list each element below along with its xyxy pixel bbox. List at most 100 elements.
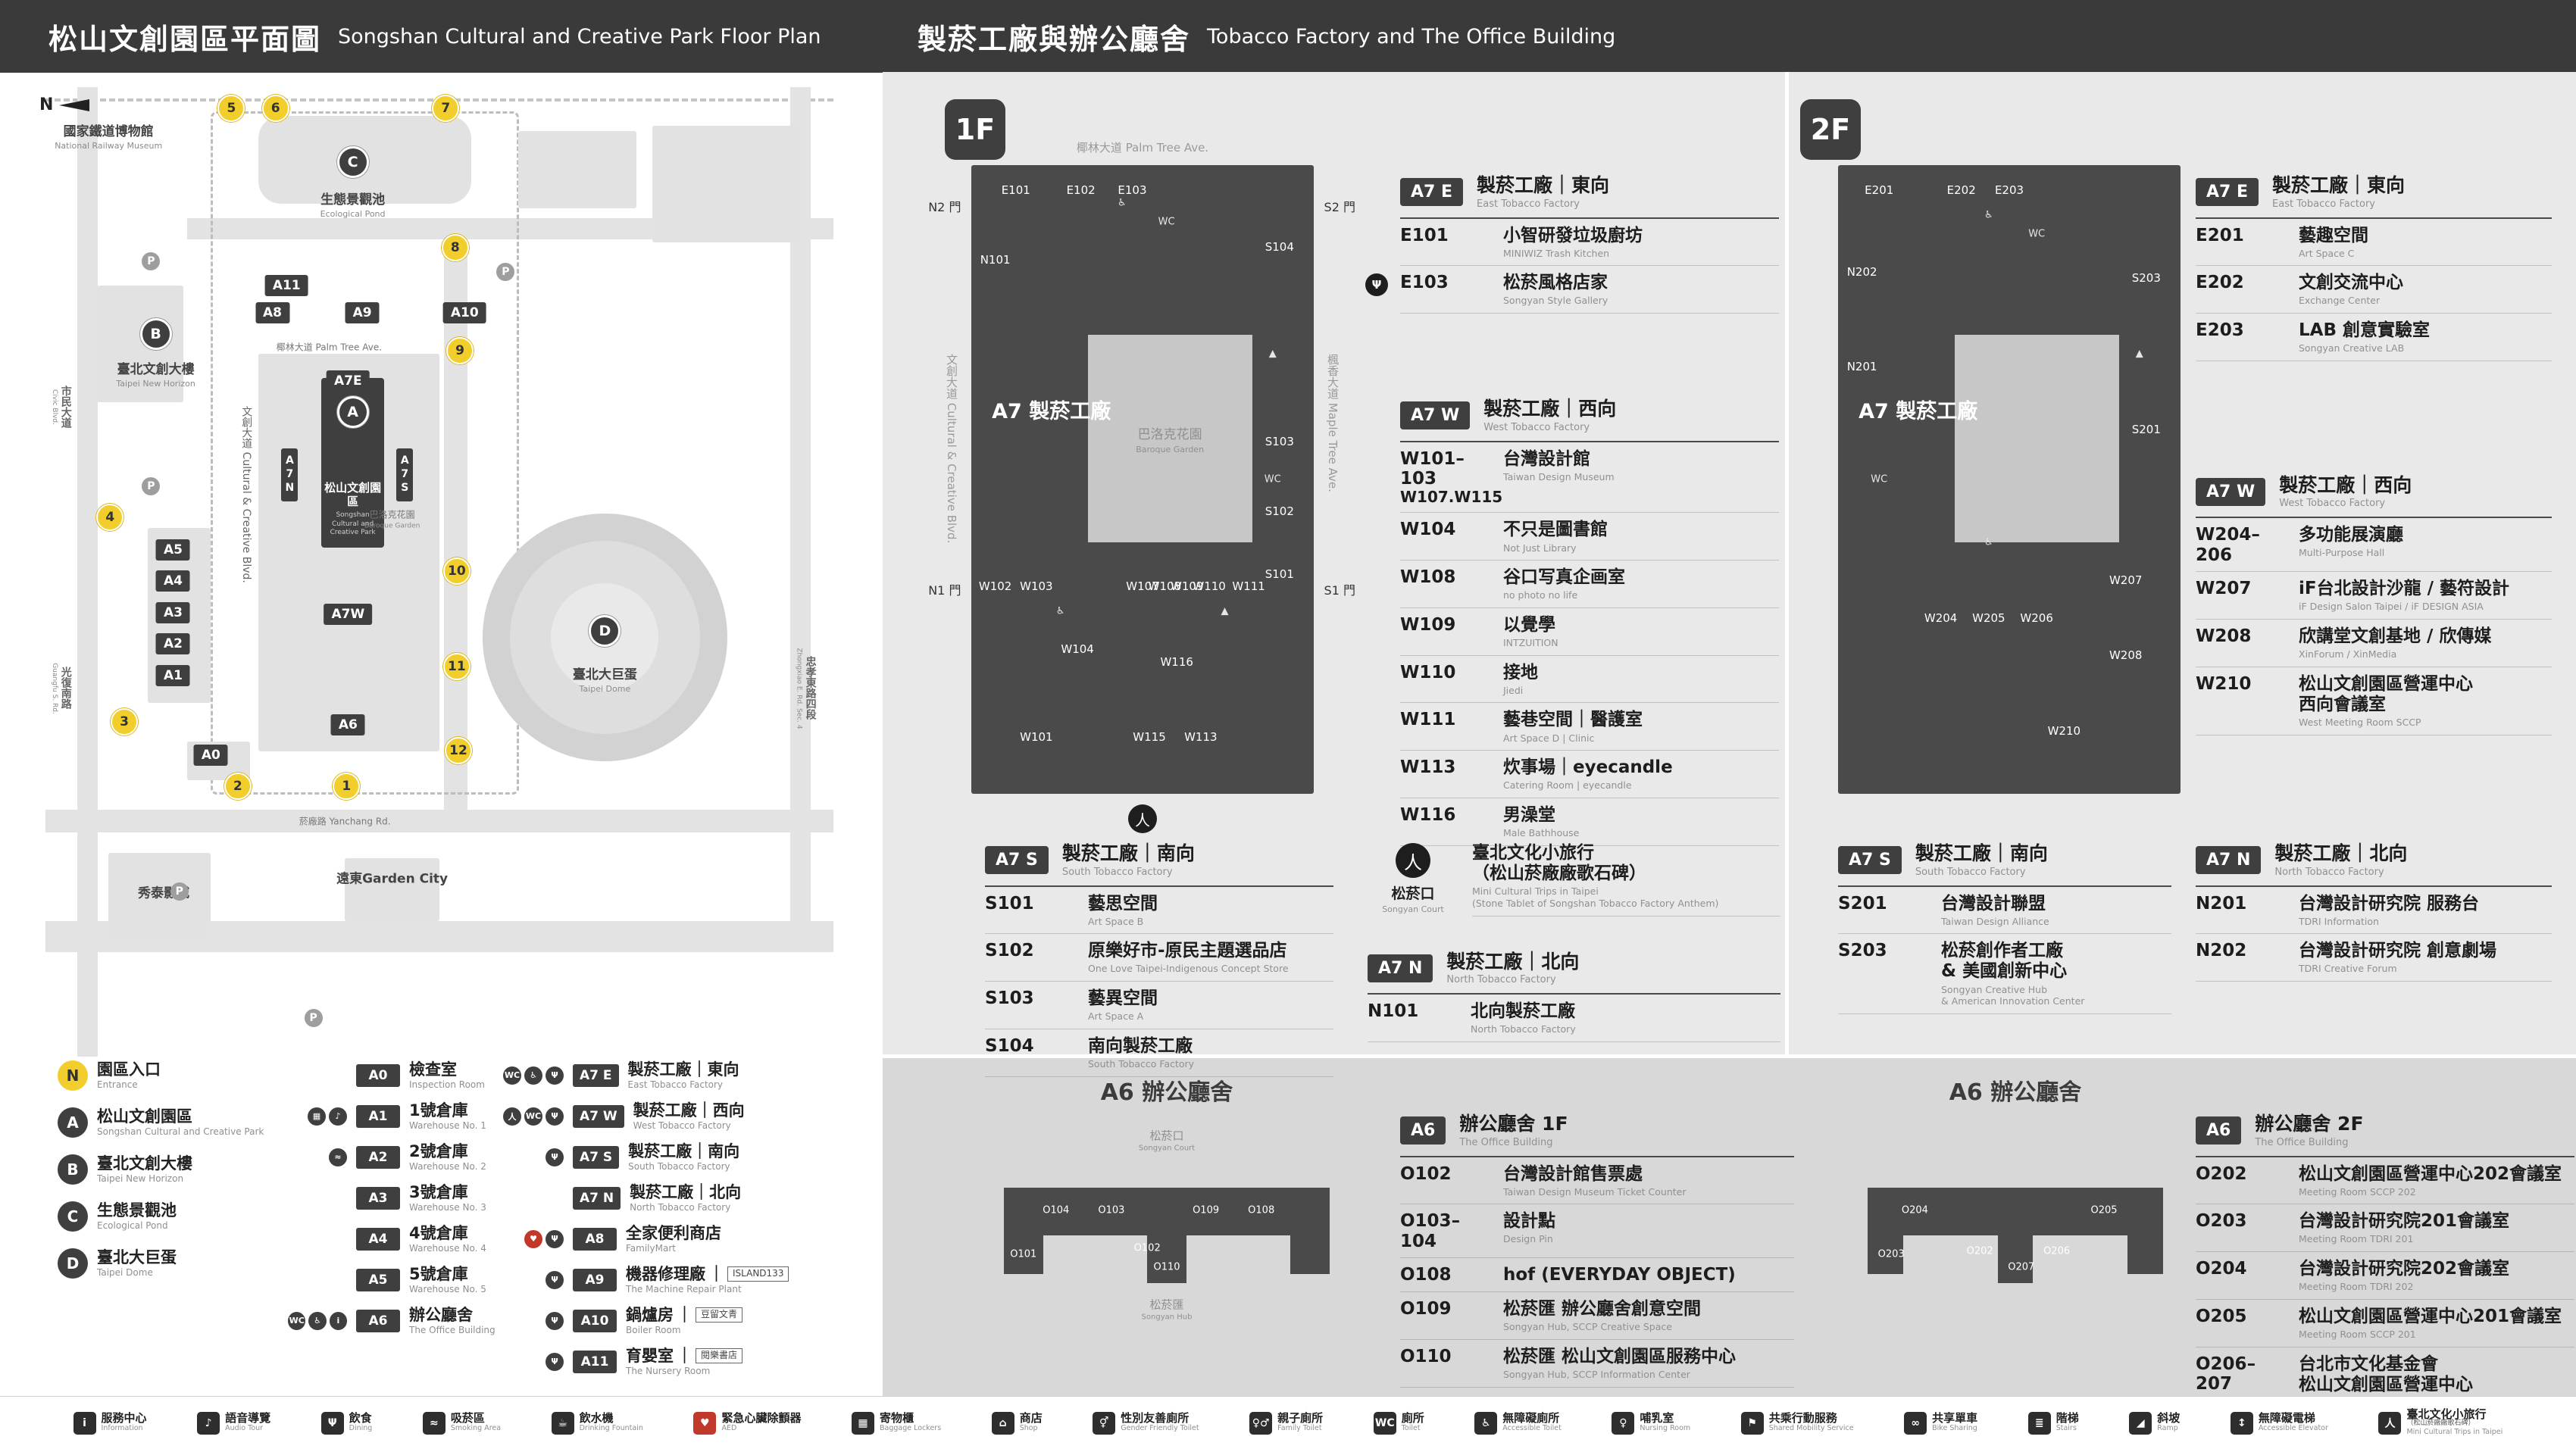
listing-section: A7 N 製菸工廠｜北向 North Tobacco Factory N101 … bbox=[1368, 951, 1780, 1042]
icon-bar-item: WC 廁所 Toilet bbox=[1373, 1410, 1424, 1435]
room-name-zh: 谷口写真企画室 bbox=[1503, 567, 1625, 588]
compass-north: N bbox=[39, 95, 90, 114]
songyan-court-section: 人 松菸口 Songyan Court 臺北文化小旅行 （松山菸廠廠歌石碑） M… bbox=[1368, 843, 1780, 917]
floor-1f-court-north-listings: 人 松菸口 Songyan Court 臺北文化小旅行 （松山菸廠廠歌石碑） M… bbox=[1368, 843, 1780, 1042]
shop-icon: ⌂ bbox=[991, 1411, 1014, 1435]
section-rows: N101 北向製菸工廠 North Tobacco Factory bbox=[1368, 995, 1780, 1042]
legend-zh: 機器修理廠｜ISLAND133 bbox=[626, 1265, 789, 1283]
tenant-note: 閱樂書店 bbox=[696, 1348, 743, 1363]
room-row: W111 藝巷空間｜醫護室 Art Space D | Clinic bbox=[1400, 703, 1779, 751]
legend-icons: Ψ bbox=[491, 1311, 564, 1330]
a6-building-shape bbox=[1004, 1188, 1043, 1274]
legend-building-row: Ψ A7 S 製菸工廠｜南向 South Tobacco Factory bbox=[491, 1142, 870, 1173]
room-code: E203 bbox=[2196, 320, 2244, 340]
room-code: S104 bbox=[985, 1035, 1034, 1056]
room-name-zh: 男澡堂 bbox=[1503, 804, 1555, 825]
plan-room-label: O204 bbox=[1901, 1204, 1928, 1216]
section-title-zh: 製菸工廠｜南向 bbox=[1061, 842, 1195, 864]
map-letter-marker: A bbox=[336, 395, 369, 428]
room-name-en2: & American Innovation Center bbox=[1941, 995, 2085, 1007]
room-name-zh: 南向製菸工廠 bbox=[1088, 1035, 1193, 1056]
street-label: 楓香大道 Maple Tree Ave. bbox=[1326, 354, 1340, 492]
room-code: S101 bbox=[985, 893, 1034, 913]
plan-room-label: W205 bbox=[1972, 611, 2005, 625]
legend-en: Warehouse No. 3 bbox=[409, 1201, 486, 1213]
room-name-zh: 台灣設計館 bbox=[1503, 448, 1590, 469]
room-name-en: Jiedi bbox=[1503, 684, 1524, 696]
legend-icons: ♥Ψ bbox=[491, 1229, 564, 1248]
plan-room-label: W102 bbox=[978, 579, 1012, 594]
nursing-room-icon: ♀ bbox=[1612, 1411, 1635, 1435]
section-header: A7 E 製菸工廠｜東向 East Tobacco Factory bbox=[1400, 175, 1779, 219]
section-badge: A6 bbox=[1400, 1116, 1446, 1145]
floor-2f-north-listing: A7 N 製菸工廠｜北向 North Tobacco Factory N201 … bbox=[2196, 843, 2552, 982]
room-name-zh: 藝趣空間 bbox=[2299, 225, 2368, 245]
lockers-icon: ▦ bbox=[308, 1107, 326, 1126]
room-row: E101 小智研發垃圾廚坊 MINIWIZ Trash Kitchen bbox=[1400, 219, 1779, 267]
dining-icon: Ψ bbox=[546, 1107, 564, 1126]
room-name-zh: 台灣設計聯盟 bbox=[1941, 893, 2046, 913]
room-row: O103–104 設計點 Design Pin bbox=[1400, 1204, 1794, 1259]
map-entrance-marker: 7 bbox=[432, 95, 460, 123]
room-name-en: West Meeting Room SCCP bbox=[2299, 716, 2421, 728]
floor-1f-listings: A7 E 製菸工廠｜東向 East Tobacco Factory E101 小… bbox=[1365, 175, 1779, 846]
map-building-chip: A7W bbox=[324, 604, 373, 626]
section-title-zh: 製菸工廠｜北向 bbox=[2274, 842, 2408, 864]
plan-room-label: O202 bbox=[1966, 1245, 1993, 1257]
room-name-zh: 原樂好市-原民主題選品店 bbox=[1088, 941, 1287, 961]
header-left: 松山文創園區平面圖 Songshan Cultural and Creative… bbox=[0, 0, 912, 73]
legend-building-code: A7 N bbox=[573, 1186, 621, 1210]
room-code: S203 bbox=[1838, 941, 1887, 961]
plan-room-label: W204 bbox=[1924, 611, 1958, 625]
legend-building-code: A11 bbox=[573, 1350, 617, 1373]
legend-icons: ≈ bbox=[288, 1148, 347, 1166]
audio-tour-icon: ♪ bbox=[197, 1411, 220, 1435]
map-entrance-marker: 12 bbox=[444, 736, 472, 764]
plan-title: A7 製菸工廠 bbox=[992, 399, 1111, 423]
room-name-en: Taiwan Design Alliance bbox=[1941, 915, 2049, 927]
room-name-en: Art Space C bbox=[2299, 247, 2355, 259]
section-badge: A7 E bbox=[2196, 178, 2259, 207]
section-title-zh: 辦公廳舍 1F bbox=[1459, 1113, 1568, 1135]
legend-zh: 生態景觀池 bbox=[97, 1201, 177, 1220]
icon-bar-item: ⚥ 性別友善廁所 Gender Friendly Toilet bbox=[1093, 1411, 1199, 1435]
room-row: O203 台灣設計研究院201會議室 Meeting Room TDRI 201 bbox=[2196, 1204, 2574, 1252]
legend-zh: 全家便利商店 bbox=[626, 1223, 721, 1242]
plan-room-label: S102 bbox=[1265, 504, 1294, 518]
room-name-zh: LAB 創意實驗室 bbox=[2299, 320, 2430, 340]
room-name-en: Design Pin bbox=[1503, 1233, 1553, 1245]
legend-en: Taipei New Horizon bbox=[97, 1173, 184, 1185]
facility-icon-bar: i 服務中心 Information ♪ 語音導覽 Audio Tour Ψ 飲… bbox=[0, 1396, 2576, 1449]
dining-icon: Ψ bbox=[320, 1411, 344, 1435]
court-label-zh: 松菸口 bbox=[1391, 885, 1435, 902]
room-name-en: iF Design Salon Taipei / iF DESIGN ASIA bbox=[2299, 601, 2484, 613]
room-name-en: XinForum / XinMedia bbox=[2299, 648, 2397, 660]
floor-1f-south-listing: A7 S 製菸工廠｜南向 South Tobacco Factory S101 … bbox=[985, 843, 1333, 1077]
icon-bar-label-zh: 廁所 bbox=[1401, 1410, 1424, 1425]
icon-bar-item: 人 臺北文化小旅行 （松山菸廠廠歌石碑） Mini Cultural Trips… bbox=[2378, 1408, 2503, 1438]
room-code: O108 bbox=[1400, 1265, 1452, 1285]
room-code: E101 bbox=[1400, 225, 1449, 245]
section-rows: S101 藝思空間 Art Space B S102 原樂好市-原民主題選品店 … bbox=[985, 887, 1333, 1077]
room-name-en: Catering Room | eyecandle bbox=[1503, 779, 1632, 792]
legend-building-row: A7 N 製菸工廠｜北向 North Tobacco Factory bbox=[491, 1183, 870, 1213]
room-name-en: Male Bathhouse bbox=[1503, 827, 1580, 838]
room-name-en: Songyan Creative LAB bbox=[2299, 342, 2405, 354]
legend-icons: Ψ bbox=[491, 1352, 564, 1371]
plan-room-label: O207 bbox=[2008, 1261, 2035, 1273]
room-code: W208 bbox=[2196, 626, 2252, 646]
room-name-en: TDRI Information bbox=[2299, 915, 2379, 927]
icon-bar-label-zh: 飲食 bbox=[349, 1410, 372, 1425]
plan-title: A7 製菸工廠 bbox=[1859, 399, 1978, 423]
facility-icon: WC bbox=[1871, 473, 1888, 486]
section-title-zh: 製菸工廠｜西向 bbox=[2279, 473, 2412, 496]
icon-bar-label-en: Mini Cultural Trips in Taipei bbox=[2406, 1428, 2503, 1437]
icon-bar-label-zh: 服務中心 bbox=[101, 1410, 147, 1425]
room-name-zh: 台灣設計研究院201會議室 bbox=[2299, 1211, 2510, 1232]
room-row: O108 hof (EVERYDAY OBJECT) bbox=[1400, 1258, 1794, 1293]
room-code: W109 bbox=[1400, 614, 1456, 635]
room-row: O204 台灣設計研究院202會議室 Meeting Room TDRI 202 bbox=[2196, 1252, 2574, 1300]
room-row: W116 男澡堂 Male Bathhouse bbox=[1400, 798, 1779, 846]
room-name-en: North Tobacco Factory bbox=[1471, 1023, 1576, 1035]
